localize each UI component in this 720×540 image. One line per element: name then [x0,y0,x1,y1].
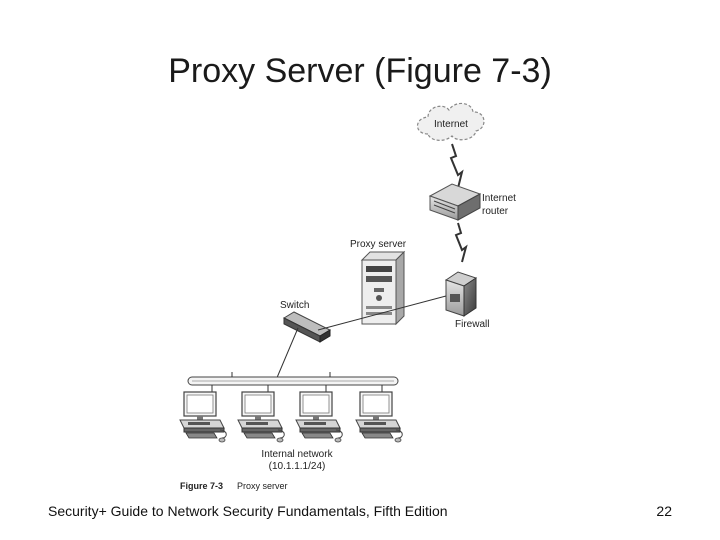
network-backbone [187,376,399,386]
proxy-server: Proxy server [350,239,407,326]
workstation-2 [237,391,285,443]
internet-cloud: Internet [416,102,485,141]
switch-label: Switch [280,300,309,311]
workstation-3 [295,391,343,443]
backbone-drops [211,372,383,392]
workstation-4 [355,391,403,443]
proxy-label: Proxy server [350,239,407,250]
network-label-line2: (10.1.1.1/24) [269,461,326,472]
wan-link-router-firewall [454,222,468,263]
workstation-1 [179,391,227,443]
page-number: 22 [656,503,672,519]
link-switch-backbone [275,327,299,381]
figure-caption-number: Figure 7-3 [180,481,223,491]
router-label-line1: Internet [482,193,516,204]
network-switch: Switch [280,300,332,343]
network-label-line1: Internal network [261,449,333,460]
firewall-label: Firewall [455,319,489,330]
slide-title: Proxy Server (Figure 7-3) [168,52,552,90]
firewall: Firewall [444,271,489,330]
wan-link-internet-router [449,143,464,189]
internet-label: Internet [434,119,468,130]
router-label-line2: router [482,206,509,217]
internet-router: Internet router [428,183,516,221]
footer-text: Security+ Guide to Network Security Fund… [48,503,448,519]
link-switch-firewall [317,295,447,331]
figure-caption-text: Proxy server [237,481,288,491]
